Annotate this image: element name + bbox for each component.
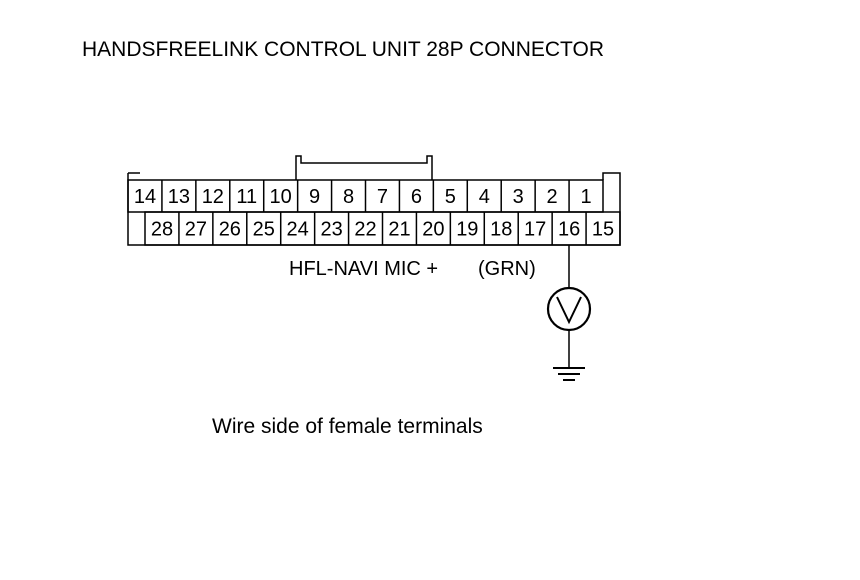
terminal-6: 6: [411, 186, 422, 208]
voltmeter-icon: [546, 286, 592, 332]
terminal-17: 17: [524, 219, 546, 241]
terminal-22: 22: [354, 219, 376, 241]
connector-bottom-row: 28 27 26 25 24 23 22 21 20 19 18 17 16 15: [151, 212, 614, 245]
terminal-11: 11: [236, 186, 257, 208]
terminal-2: 2: [547, 186, 558, 208]
terminal-24: 24: [287, 219, 309, 241]
terminal-4: 4: [479, 186, 490, 208]
terminal-14: 14: [134, 186, 156, 208]
terminal-20: 20: [422, 219, 444, 241]
ground-icon: [553, 367, 585, 381]
terminal-15: 15: [592, 219, 614, 241]
locking-tab: [295, 155, 433, 180]
terminal-18: 18: [490, 219, 512, 241]
terminal-1: 1: [580, 186, 591, 208]
terminal-23: 23: [320, 219, 342, 241]
terminal-12: 12: [202, 186, 224, 208]
terminal-5: 5: [445, 186, 456, 208]
terminal-21: 21: [388, 219, 410, 241]
terminal-16: 16: [558, 219, 580, 241]
terminal-7: 7: [377, 186, 388, 208]
terminal-13: 13: [168, 186, 190, 208]
wire-color-label: (GRN): [478, 258, 536, 280]
terminal-9: 9: [309, 186, 320, 208]
terminal-26: 26: [219, 219, 241, 241]
terminal-27: 27: [185, 219, 207, 241]
wire-signal-label: HFL-NAVI MIC +: [289, 258, 438, 280]
connector-housing: [127, 172, 621, 246]
terminal-19: 19: [456, 219, 478, 241]
terminal-25: 25: [253, 219, 275, 241]
diagram-title: HANDSFREELINK CONTROL UNIT 28P CONNECTOR: [82, 38, 604, 61]
terminal-8: 8: [343, 186, 354, 208]
terminal-3: 3: [513, 186, 524, 208]
diagram-caption: Wire side of female terminals: [212, 415, 483, 438]
terminal-10: 10: [270, 186, 292, 208]
terminal-28: 28: [151, 219, 173, 241]
